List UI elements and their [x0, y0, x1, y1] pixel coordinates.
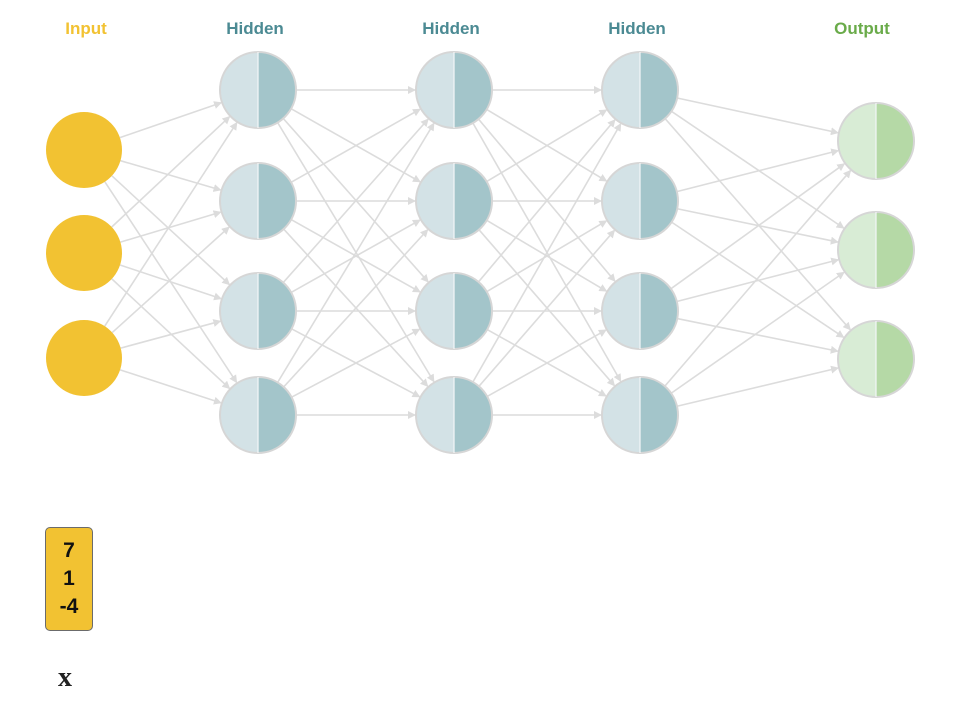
edge-l0-n0-to-n2 [111, 175, 231, 286]
edge-l1-n2-to-n1 [290, 219, 421, 294]
edge-l3-n2-to-n2 [677, 317, 839, 354]
edge-l0-n1-to-n3 [111, 278, 231, 390]
input-vector-value-0: 7 [63, 539, 75, 562]
edge-l3-n3-to-n2 [676, 365, 840, 408]
layer-labels: Input Hidden Hidden Hidden Output [65, 19, 890, 38]
edge-l0-n1-to-n1 [120, 210, 222, 243]
input-vector: 7 1 -4 [45, 527, 93, 631]
edge-l0-n2-to-n2 [120, 319, 222, 349]
hidden-node-2-1 [415, 162, 493, 240]
hidden-node-1-0 [219, 51, 297, 129]
edge-l3-n2-to-n0 [670, 163, 846, 290]
hidden-node-1-2 [219, 272, 297, 350]
input-vector-symbol: x [58, 662, 72, 693]
edge-l1-n1-to-n0 [290, 108, 421, 183]
hidden-node-3-1 [601, 162, 679, 240]
edge-l0-n1-to-n0 [111, 115, 231, 228]
neurons [46, 51, 915, 454]
input-vector-value-2: -4 [59, 595, 79, 618]
input-node-0-1 [46, 215, 122, 291]
output-node-4-1 [837, 211, 915, 289]
edge-l0-n0-to-n0 [119, 101, 223, 139]
layer-label-2: Hidden [422, 19, 480, 38]
edge-l2-n3-to-n1 [478, 229, 616, 387]
neural-network-diagram: Input Hidden Hidden Hidden Output [46, 19, 915, 454]
edge-l3-n0-to-n1 [671, 110, 845, 229]
edge-l2-n1-to-n0 [486, 109, 608, 183]
edge-l1-n3-to-n2 [291, 328, 421, 398]
connections [104, 86, 852, 419]
hidden-node-2-0 [415, 51, 493, 129]
hidden-node-1-3 [219, 376, 297, 454]
edge-l3-n3-to-n1 [670, 271, 845, 394]
edge-l3-n1-to-n2 [671, 221, 845, 338]
input-vector-value-1: 1 [63, 567, 75, 590]
layer-label-4: Output [834, 19, 890, 38]
edge-l0-n2-to-n3 [119, 369, 222, 405]
layer-label-0: Input [65, 19, 107, 38]
hidden-node-3-0 [601, 51, 679, 129]
edge-l3-n1-to-n0 [676, 148, 840, 193]
edge-l0-n2-to-n0 [104, 121, 238, 327]
output-node-4-2 [837, 320, 915, 398]
hidden-node-3-3 [601, 376, 679, 454]
edge-l2-n3-to-n0 [472, 122, 622, 383]
hidden-node-2-3 [415, 376, 493, 454]
hidden-node-2-2 [415, 272, 493, 350]
hidden-node-3-2 [601, 272, 679, 350]
edge-l3-n0-to-n2 [664, 118, 851, 331]
edge-l3-n2-to-n1 [676, 257, 840, 303]
edge-l0-n2-to-n1 [111, 226, 230, 334]
edge-l1-n3-to-n0 [276, 122, 435, 383]
edge-l2-n2-to-n1 [486, 220, 608, 293]
edge-l0-n1-to-n2 [119, 264, 222, 301]
edge-l3-n0-to-n0 [676, 97, 839, 136]
edge-l3-n3-to-n0 [664, 169, 852, 387]
edge-l2-n2-to-n0 [477, 119, 616, 283]
edge-l1-n3-to-n1 [283, 229, 429, 388]
hidden-node-1-1 [219, 162, 297, 240]
edge-l2-n3-to-n2 [486, 329, 607, 398]
layer-label-1: Hidden [226, 19, 284, 38]
layer-label-3: Hidden [608, 19, 666, 38]
input-node-0-2 [46, 320, 122, 396]
input-node-0-0 [46, 112, 122, 188]
edge-l0-n0-to-n1 [120, 159, 222, 192]
output-node-4-0 [837, 102, 915, 180]
edge-l1-n2-to-n0 [282, 118, 429, 284]
